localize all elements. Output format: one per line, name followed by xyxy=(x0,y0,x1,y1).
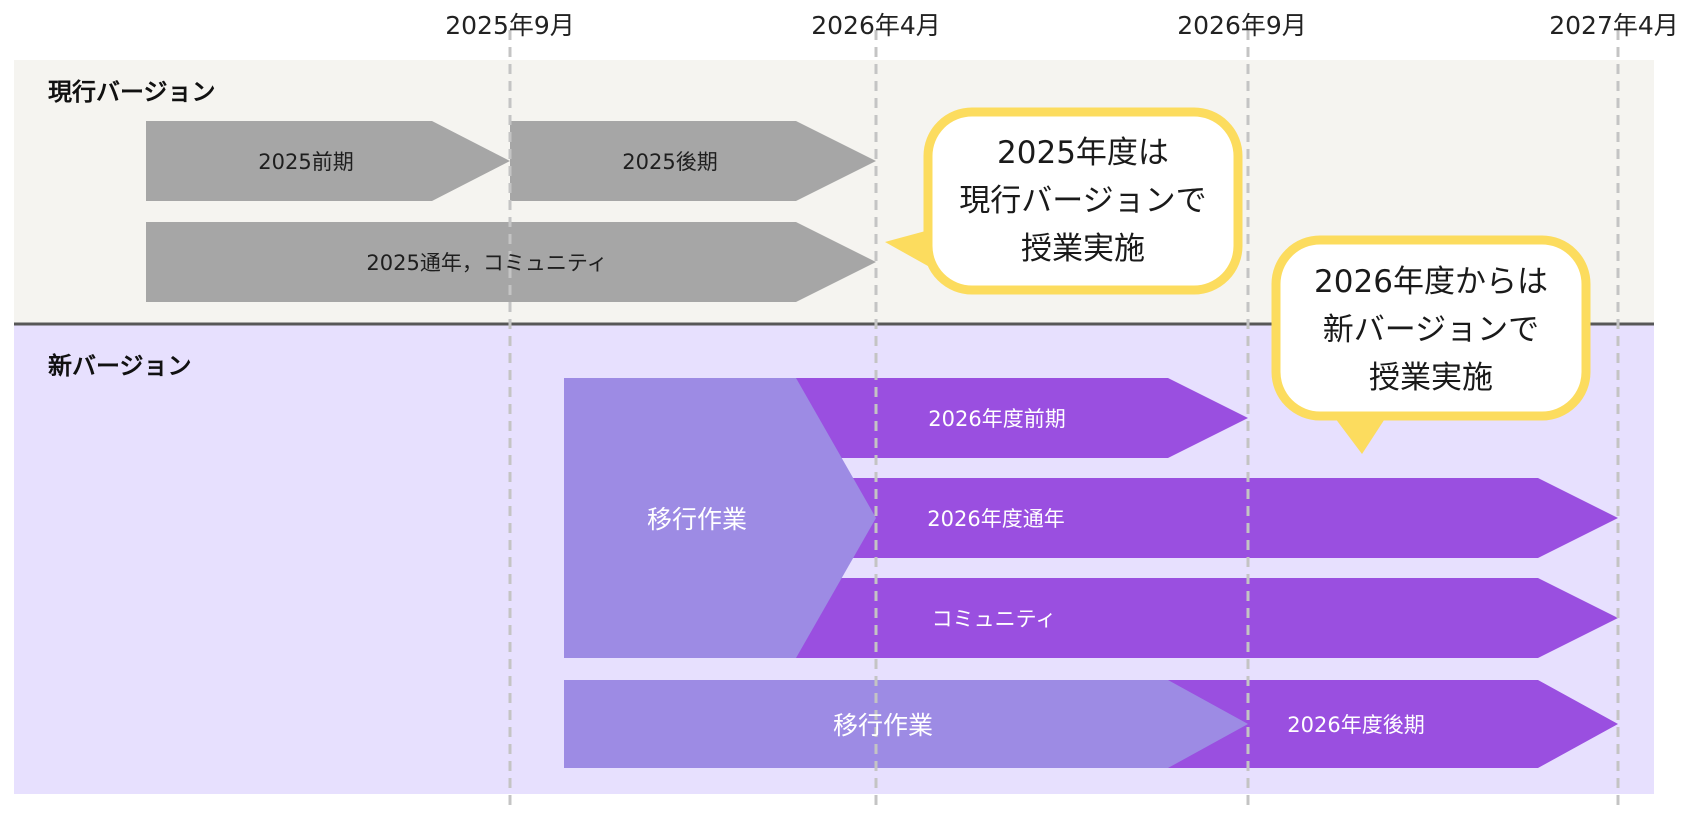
callout-current-text: 2025年度は 現行バージョンで 授業実施 xyxy=(959,129,1206,273)
label-2025-first-half: 2025前期 xyxy=(258,150,354,174)
callout-new-line-3: 授業実施 xyxy=(1369,360,1493,396)
bar-2026-full-year xyxy=(820,478,1618,558)
milestone-guides xyxy=(508,30,1620,810)
callout-current-line-2: 現行バージョンで xyxy=(959,183,1207,219)
label-2025-second-half: 2025後期 xyxy=(622,150,718,174)
milestone-2026-04: 2026年4月 xyxy=(811,11,941,40)
bar-2025-full-year-community xyxy=(146,222,876,302)
new-version-label: 新バージョン xyxy=(48,352,192,380)
bar-2026-second-half xyxy=(1160,680,1618,768)
milestone-2027-04: 2027年4月 xyxy=(1549,11,1679,40)
label-community: コミュニティ xyxy=(931,607,1057,631)
label-migration-second: 移行作業 xyxy=(832,711,934,740)
callout-new-text: 2026年度からは 新バージョンで 授業実施 xyxy=(1314,258,1548,402)
label-2025-full-year-community: 2025通年，コミュニティ xyxy=(366,251,608,275)
label-2026-second-half: 2026年度後期 xyxy=(1287,713,1425,737)
bar-migration-main xyxy=(564,378,876,658)
milestone-2025-09: 2025年9月 xyxy=(445,11,575,40)
callout-current xyxy=(885,107,1243,295)
bar-2025-second-half xyxy=(510,121,876,201)
current-version-label: 現行バージョン xyxy=(48,78,216,106)
milestone-2026-09: 2026年9月 xyxy=(1177,11,1307,40)
callout-new-line-2: 新バージョンで xyxy=(1322,312,1540,348)
bar-2026-first-half xyxy=(796,378,1248,458)
callout-new xyxy=(1271,235,1591,454)
callout-new-tail xyxy=(1332,414,1388,454)
label-2026-first-half: 2026年度前期 xyxy=(928,407,1066,431)
callout-new-box xyxy=(1271,235,1591,421)
label-migration-main: 移行作業 xyxy=(646,505,748,534)
bar-community xyxy=(796,578,1618,658)
bar-2025-first-half xyxy=(146,121,510,201)
callout-new-line-1: 2026年度からは xyxy=(1314,264,1548,300)
callout-current-line-1: 2025年度は xyxy=(997,135,1169,171)
callout-current-box xyxy=(923,107,1243,295)
bar-migration-second xyxy=(564,680,1248,768)
callout-current-line-3: 授業実施 xyxy=(1020,231,1145,267)
label-2026-full-year: 2026年度通年 xyxy=(927,507,1065,531)
